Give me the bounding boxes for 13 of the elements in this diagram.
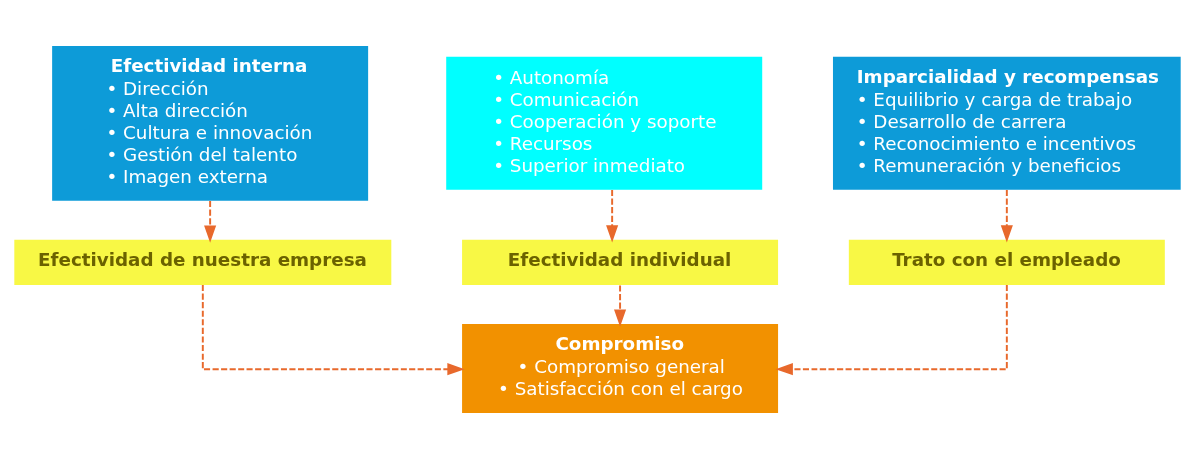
- arrow: [775, 283, 1008, 375]
- node-box: • Autonomía • Comunicación • Cooperación y soporte • Recursos • Superior inmediato: [446, 56, 763, 190]
- node-box: Trato con el empleado: [848, 239, 1165, 285]
- node-box: Efectividad interna • Dirección • Alta dirección • Cultura e innovación • Gestión del talento • Imagen externa: [52, 45, 369, 201]
- arrow: [606, 188, 619, 243]
- node-box: Imparcialidad y recompensas • Equilibrio y carga de trabajo • Desarrollo de carrera • Reconocimiento e incentivos • Remuneración y beneficios: [832, 56, 1181, 190]
- node-box: Efectividad de nuestra empresa: [14, 239, 392, 285]
- arrow: [201, 283, 465, 375]
- arrow: [614, 284, 627, 327]
- node-box: Compromiso • Compromiso general • Satisfacción con el cargo: [462, 323, 779, 413]
- node-box: Efectividad individual: [462, 239, 779, 285]
- arrow: [204, 199, 217, 243]
- arrow: [1000, 188, 1013, 243]
